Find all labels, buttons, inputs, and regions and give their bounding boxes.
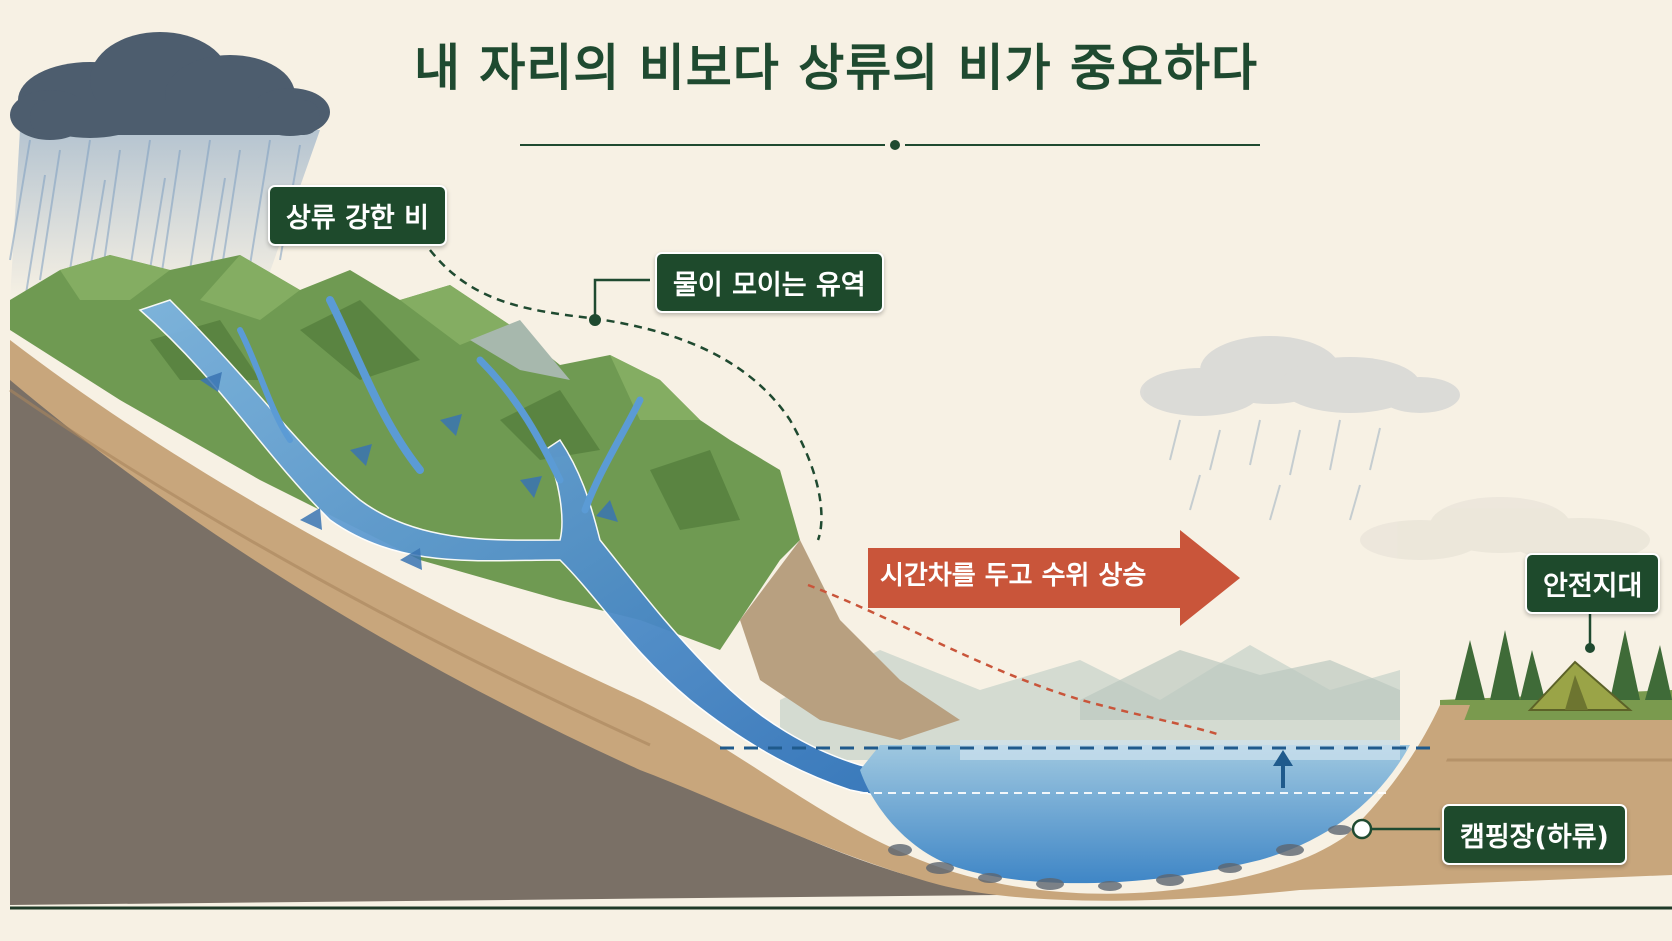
light-rain-cloud-icon xyxy=(1140,336,1460,416)
watershed-label-connector xyxy=(593,278,650,320)
soil-stripe xyxy=(9,388,651,747)
distant-hills-back xyxy=(1080,650,1400,720)
mountain-river xyxy=(138,299,901,801)
title-divider-dot xyxy=(890,140,900,150)
arrow-up-icon xyxy=(1273,750,1293,788)
flow-arrows xyxy=(200,372,618,570)
upstream-rain-label: 상류 강한 비 xyxy=(268,185,447,246)
storm-cloud-icon xyxy=(10,32,330,140)
mountain-stream xyxy=(326,296,424,474)
downstream-lake xyxy=(860,745,1410,884)
mountain-stream xyxy=(476,356,564,484)
rain-to-watershed-connector xyxy=(429,249,823,541)
time-lag-label: 시간차를 두고 수위 상승 xyxy=(880,561,1147,591)
background-peak xyxy=(470,320,570,380)
riverbed-stones xyxy=(888,825,1352,891)
campsite-anchor-dot xyxy=(1351,818,1373,840)
safe-zone-label: 안전지대 xyxy=(1525,553,1661,614)
faint-cloud xyxy=(1360,497,1650,562)
safe-zone-anchor-dot xyxy=(1585,643,1595,653)
watershed-label: 물이 모이는 유역 xyxy=(655,252,884,313)
cliff-face xyxy=(740,540,960,740)
time-lag-arrow xyxy=(868,530,1240,626)
campsite-label: 캠핑장(하류) xyxy=(1442,804,1627,865)
time-lag-connector xyxy=(807,583,1221,737)
tent-icon xyxy=(1527,660,1633,711)
mountain-stream xyxy=(581,396,644,514)
pine-trees xyxy=(1455,630,1672,700)
light-rain xyxy=(1169,419,1381,521)
page-title: 내 자리의 비보다 상류의 비가 중요하다 xyxy=(413,39,1259,97)
lake-surface xyxy=(960,740,1400,760)
mountain-stream xyxy=(237,327,293,443)
bedrock-layer xyxy=(10,360,1000,905)
